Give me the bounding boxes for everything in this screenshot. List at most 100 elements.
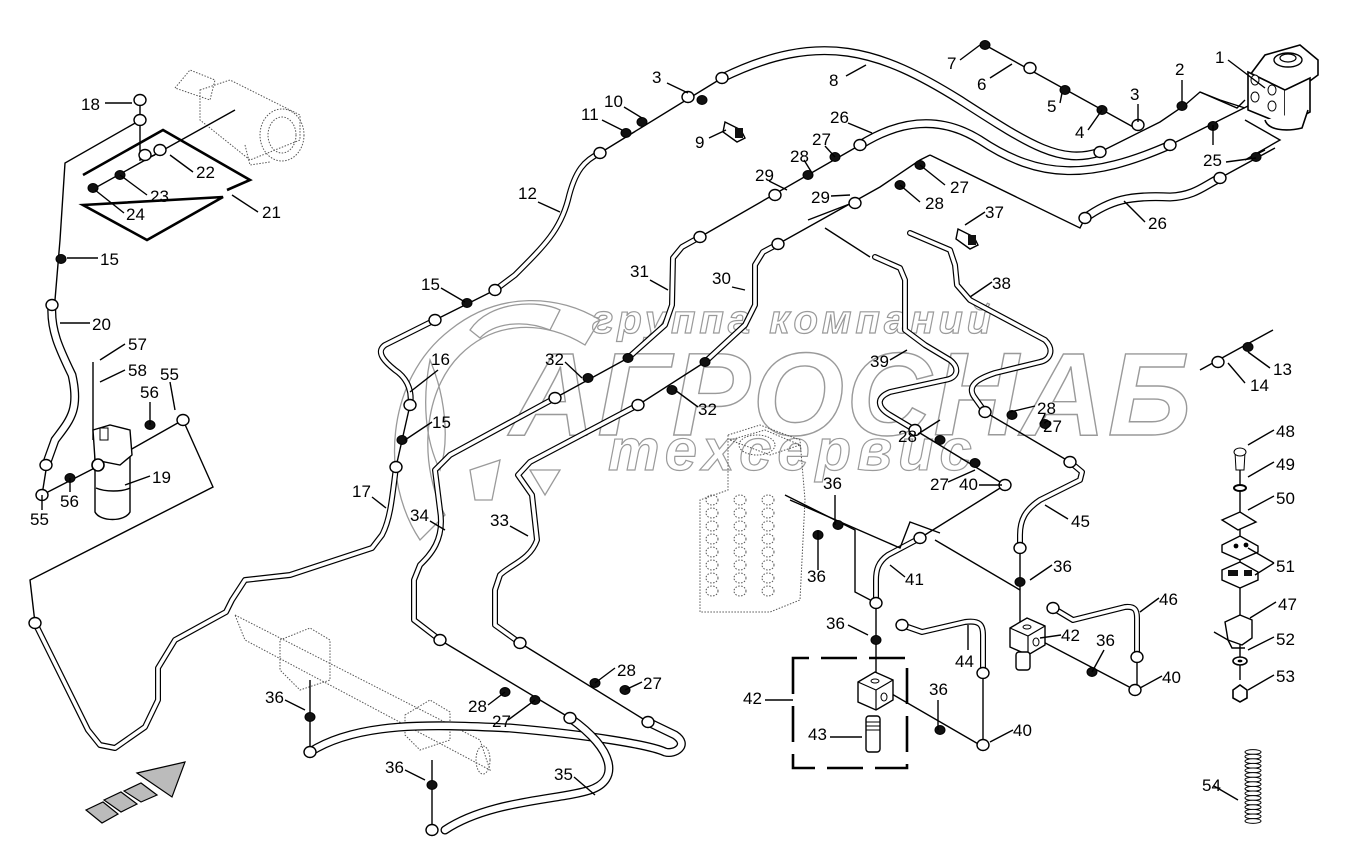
fitting-nut-icon	[389, 460, 403, 474]
callout-label: 45	[1071, 512, 1090, 531]
pipes	[32, 150, 1140, 751]
callout-leader	[1225, 157, 1257, 163]
callout-seal-ring: 27	[930, 469, 976, 494]
spiral-coil	[1244, 758, 1262, 765]
callout-label: 36	[1096, 631, 1115, 650]
callout-label: 32	[698, 400, 717, 419]
callout-label: 21	[262, 203, 281, 222]
callout-label: 7	[947, 54, 956, 73]
callout-label: 55	[30, 510, 49, 529]
fitting-nut-icon	[138, 148, 152, 162]
callout-pipe: 34	[410, 506, 446, 531]
fitting-nut-icon	[425, 823, 439, 837]
fitting-nut-icon	[403, 398, 417, 412]
callout-sensor: 9	[695, 129, 727, 152]
fitting-nut-icon	[853, 138, 867, 152]
callout-label: 36	[265, 688, 284, 707]
valve-section-icon	[761, 533, 775, 545]
callout-sensor: 37	[964, 203, 1004, 226]
fitting-nut-icon	[133, 113, 147, 127]
callout-label: 36	[1053, 557, 1072, 576]
fitting-nut-icon	[976, 666, 990, 680]
callout-seal-ring: 11	[581, 105, 623, 131]
callout-label: 54	[1202, 776, 1221, 795]
callout-label: 32	[545, 350, 564, 369]
callout-leader	[404, 421, 433, 441]
callout-fitting: 56	[60, 478, 79, 511]
callout-adapter: 28	[1009, 399, 1056, 418]
callout-label: 23	[150, 187, 169, 206]
callout-label: 55	[160, 365, 179, 384]
fitting-nut-icon	[895, 618, 909, 632]
callout-washer: 49	[1247, 455, 1295, 478]
fitting-nut-icon	[913, 531, 927, 545]
callout-leader	[917, 419, 941, 435]
callout-label: 41	[905, 570, 924, 589]
callout-label: 18	[81, 95, 100, 114]
fitting-nut-icon	[548, 391, 562, 405]
callout-valve-block-kit: 42	[743, 689, 793, 708]
callout-label: 24	[126, 205, 145, 224]
callout-valve-block: 42	[1039, 626, 1080, 645]
fitting-nut-icon	[1211, 355, 1225, 369]
callout-fitting: 36	[929, 680, 948, 730]
callout-leader	[99, 369, 126, 383]
callout-label: 10	[604, 92, 623, 111]
callout-pipe: 38	[969, 274, 1011, 298]
callout-tee-fitting: 3	[652, 68, 689, 94]
callout-cover-plate: 50	[1247, 489, 1295, 511]
callout-adapter: 28	[899, 184, 944, 213]
fitting-nut-icon	[513, 636, 527, 650]
fitting-nut-icon	[976, 738, 990, 752]
callout-label: 28	[617, 661, 636, 680]
callout-fitting: 36	[1091, 631, 1115, 673]
callout-fitting	[1225, 157, 1257, 163]
callout-label: 29	[811, 188, 830, 207]
watermark: группа компаний АГРОСНАБ техсервис	[393, 297, 1192, 542]
callout-label: 53	[1276, 667, 1295, 686]
fitting-nut-icon	[666, 385, 678, 395]
callout-cap: 7	[947, 44, 981, 73]
valve-section-icon	[733, 572, 747, 584]
callout-leader	[847, 122, 873, 134]
fitting-nut-icon	[1063, 455, 1077, 469]
ghost-control-valve-bank	[699, 424, 806, 613]
watermark-line3: техсервис	[608, 418, 978, 483]
callout-leader	[623, 106, 643, 119]
callout-fitting: 2	[1175, 60, 1184, 102]
valve-section-icon	[705, 572, 719, 584]
fitting-nut-icon	[1023, 61, 1037, 75]
callout-fitting: 15	[421, 275, 466, 303]
callout-union: 5	[1047, 92, 1063, 116]
callout-leader	[99, 343, 126, 361]
fitting-nut-icon	[303, 745, 317, 759]
direction-arrow-icon	[84, 761, 186, 824]
callout-leader	[803, 159, 813, 174]
callout-leader	[1247, 495, 1275, 511]
ghost-cylinder-top	[174, 69, 305, 166]
callout-elbow-fitting: 40	[959, 475, 1002, 494]
callout-leader	[507, 699, 536, 721]
callout-fitting: 56	[140, 383, 159, 425]
fitting-nut-icon	[176, 413, 190, 427]
valve-section-icon	[733, 559, 747, 571]
valve-section-icon	[705, 546, 719, 558]
callout-washer: 23	[119, 174, 169, 206]
callout-hose: 8	[829, 64, 867, 90]
callout-label: 3	[652, 68, 661, 87]
fitting-nut-icon	[641, 715, 655, 729]
kit-21-outline	[78, 128, 253, 242]
fitting-nut-icon	[1176, 101, 1188, 111]
callout-label: 34	[410, 506, 429, 525]
callout-label: 13	[1273, 360, 1292, 379]
watermark-gear-logo	[393, 299, 601, 542]
callout-leader	[487, 691, 506, 706]
callout-leader	[847, 624, 869, 636]
callout-label: 56	[60, 492, 79, 511]
callout-pipe: 33	[490, 511, 529, 537]
callout-pipe: 39	[870, 349, 908, 371]
fitting-nut-icon	[620, 128, 632, 138]
callout-label: 5	[1047, 97, 1056, 116]
callout-label: 15	[432, 413, 451, 432]
